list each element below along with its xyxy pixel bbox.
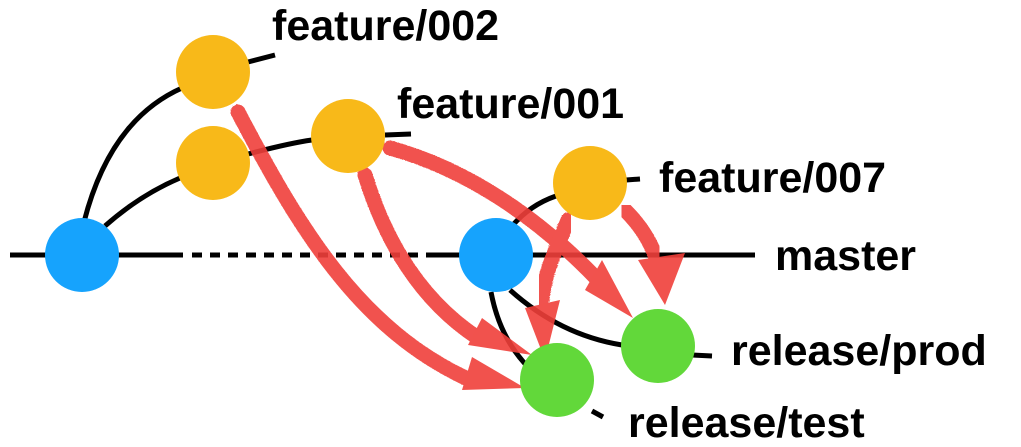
feature-001-commit-node-1[interactable] (176, 126, 250, 200)
merge-arrow-shaft-feature-001-to-release-test (357, 167, 486, 346)
commit-nodes (45, 35, 695, 417)
feature-002-commit-node[interactable] (176, 35, 250, 109)
label-release-test: release/test (628, 399, 865, 447)
merge-arrow-shaft-feature-001-to-release-prod (382, 140, 604, 286)
label-feature-007: feature/007 (659, 154, 886, 202)
label-master: master (775, 232, 916, 280)
merge-arrow-head-feature-001-to-release-prod (585, 260, 633, 318)
feature-002-label-tick (247, 52, 276, 65)
merge-arrow-head-feature-007-to-release-test (525, 300, 560, 360)
merge-arrow-shaft-feature-007-to-release-test (534, 212, 576, 308)
label-feature-001: feature/001 (397, 80, 624, 128)
feature-007-commit-node[interactable] (553, 146, 627, 220)
merge-arrows (230, 104, 685, 390)
label-feature-002: feature/002 (272, 2, 499, 50)
branch-line-feature-002 (81, 85, 184, 223)
feature-001-label-tick (384, 131, 412, 138)
branch-line-release-prod (508, 288, 623, 348)
release-prod-label-tick (691, 352, 713, 359)
merge-arrow-head-feature-002-to-release-test (462, 357, 525, 390)
branch-line-feature-001-start (103, 175, 181, 228)
release-test-label-tick (590, 408, 605, 420)
feature-001-commit-node-2[interactable] (311, 99, 385, 173)
branch-line-feature-007 (510, 193, 557, 228)
feature-007-label-tick (625, 176, 641, 183)
merge-arrow-shaft-feature-002-to-release-test (230, 104, 478, 388)
merge-arrow-shaft-feature-007-to-release-prod (617, 202, 664, 266)
merge-arrow-head-feature-001-to-release-test (468, 318, 532, 355)
merge-arrow-head-feature-007-to-release-prod (638, 253, 685, 305)
release-prod-commit-node[interactable] (621, 309, 695, 383)
master-commit-node-1[interactable] (45, 218, 119, 292)
master-commit-node-2[interactable] (459, 218, 533, 292)
release-test-commit-node[interactable] (520, 343, 594, 417)
label-release-prod: release/prod (731, 327, 987, 375)
branch-labels: feature/002 feature/001 feature/007 mast… (272, 2, 987, 447)
